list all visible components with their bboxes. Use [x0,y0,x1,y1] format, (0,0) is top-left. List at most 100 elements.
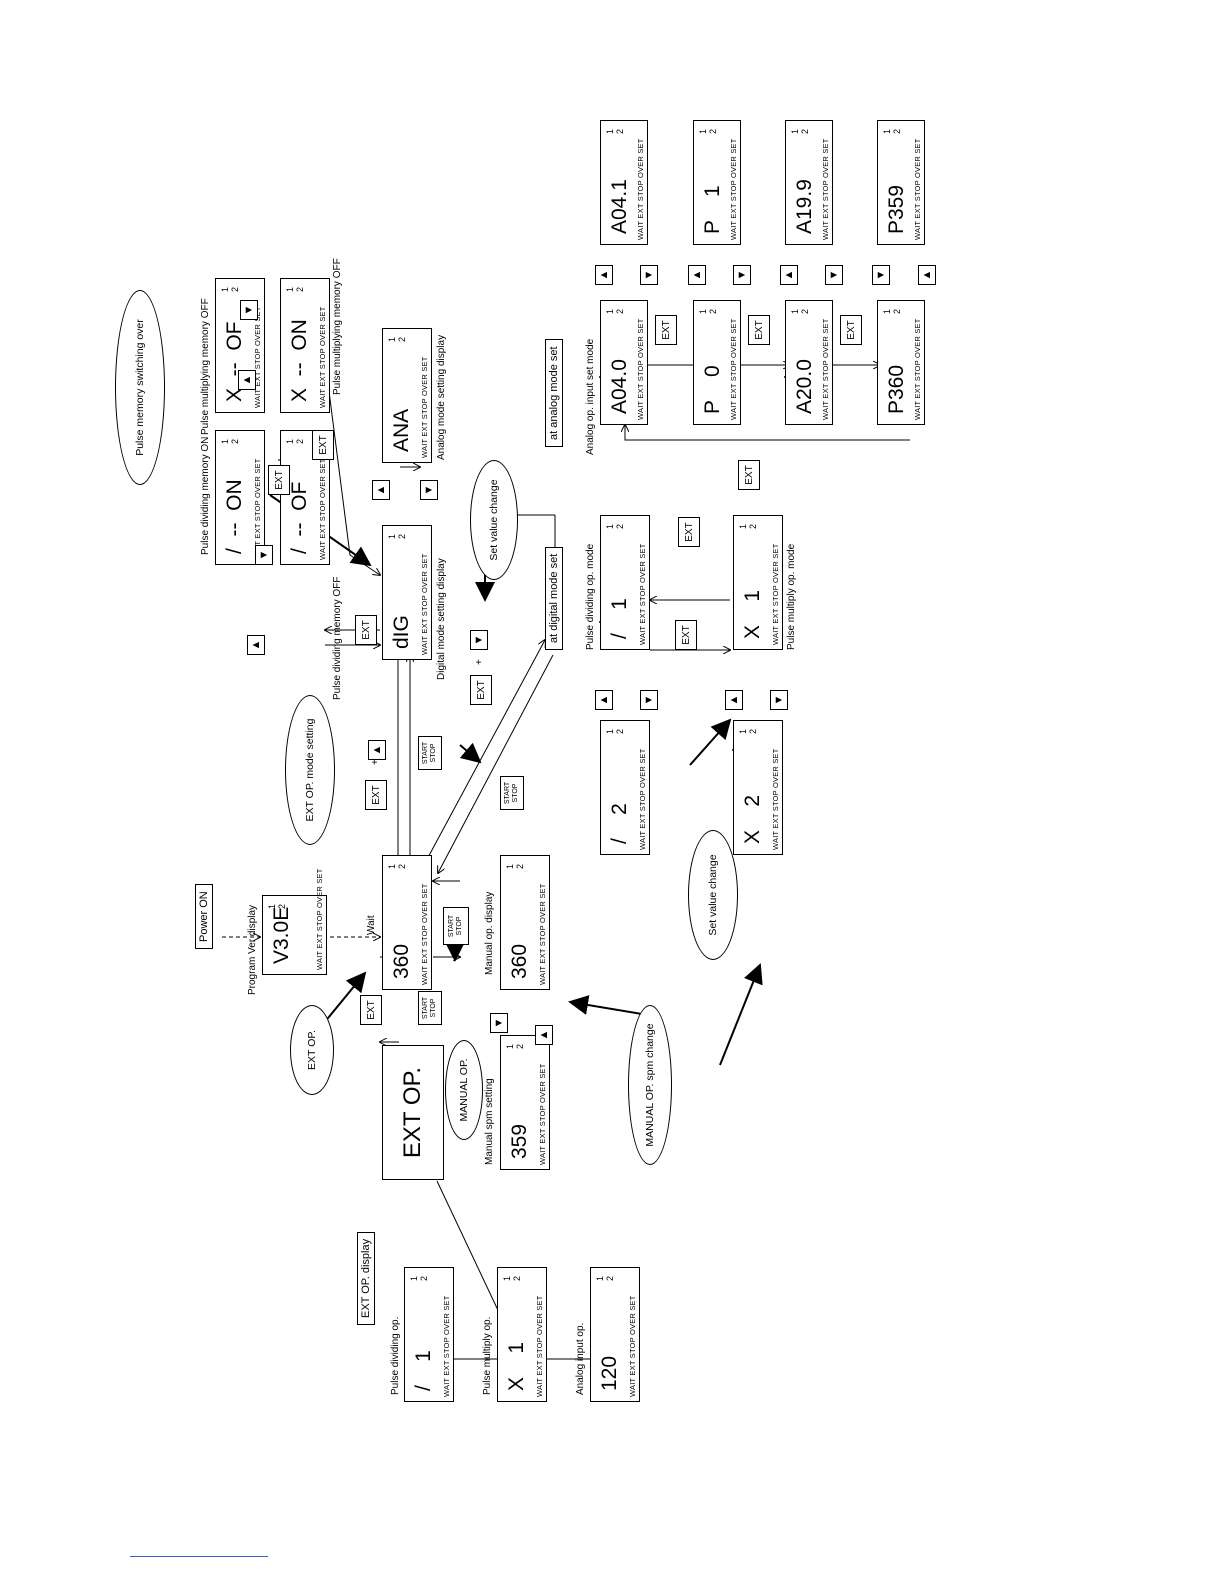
display-legend: WAIT EXT STOP OVER SET [636,318,645,420]
ext-button[interactable]: EXT [678,517,700,547]
bubble-set-value-change-top: Set value change [470,460,518,580]
pulse-dividing-op-caption: Pulse dividing op. [390,1316,401,1395]
ext-button[interactable]: EXT [655,315,677,345]
display-value: X 2 [741,794,764,844]
up-arrow-icon[interactable]: ▲ [238,370,256,390]
ext-button[interactable]: EXT [360,995,382,1025]
footer-link-line [130,1556,268,1557]
analog-input-set-caption: Analog op. input set mode [585,338,596,455]
up-arrow-icon[interactable]: ▲ [688,265,706,285]
down-arrow-icon[interactable]: ▼ [420,480,438,500]
up-arrow-icon[interactable]: ▲ [535,1025,553,1045]
down-arrow-icon[interactable]: ▼ [825,265,843,285]
at-analog-mode-set: at analog mode set [545,339,563,447]
up-arrow-icon[interactable]: ▲ [372,480,390,500]
down-arrow-icon[interactable]: ▼ [872,265,890,285]
display-value: P 1 [701,185,724,234]
display-value: A04.0 [608,359,631,414]
up-arrow-icon[interactable]: ▲ [780,265,798,285]
display-value: X 1 [505,1341,528,1391]
down-arrow-icon[interactable]: ▼ [470,630,488,650]
display-value: X -- ON [288,319,311,402]
at-digital-mode-set: at digital mode set [545,546,563,650]
bubble-pulse-memory-switching: Pulse memory switching over [115,290,165,485]
display-value: / 1 [608,598,631,639]
down-arrow-icon[interactable]: ▼ [770,690,788,710]
ext-button[interactable]: EXT [312,430,334,460]
display-legend: WAIT EXT STOP OVER SET [638,543,647,645]
ext-op-box: EXT OP. [382,1045,444,1180]
display-legend: WAIT EXT STOP OVER SET [420,356,429,458]
down-arrow-icon[interactable]: ▼ [255,545,273,565]
pulse-dividing-mode-caption: Pulse dividing op. mode [585,543,596,650]
ext-button[interactable]: EXT [748,315,770,345]
ext-button[interactable]: EXT [365,780,387,810]
manual-spm-caption: Manual spm setting [484,1078,495,1165]
bubble-ext-op-mode-setting: EXT OP. mode setting [285,695,335,845]
div-mem-on-caption: Pulse dividing memory ON [200,436,211,555]
display-legend: WAIT EXT STOP OVER SET [771,543,780,645]
display-value: 360 [508,943,531,979]
up-arrow-icon[interactable]: ▲ [247,635,265,655]
ext-button[interactable]: EXT [738,460,760,490]
up-arrow-icon[interactable]: ▲ [368,740,386,760]
up-arrow-icon[interactable]: ▲ [918,265,936,285]
ext-button[interactable]: EXT [268,465,290,495]
display-value: X 1 [741,589,764,639]
display-legend: WAIT EXT STOP OVER SET [628,1295,637,1397]
ext-button[interactable]: EXT [470,675,492,705]
ext-button[interactable]: EXT [675,620,697,650]
display-legend: WAIT EXT STOP OVER SET [638,748,647,850]
up-arrow-icon[interactable]: ▲ [595,265,613,285]
ext-op-display-label: EXT OP. display [357,1231,375,1325]
down-arrow-icon[interactable]: ▼ [733,265,751,285]
program-ver-caption: Program Ver display [247,904,258,995]
display-legend: WAIT EXT STOP OVER SET [913,138,922,240]
bubble-set-value-change-bottom: Set value change [688,830,738,960]
display-legend: WAIT EXT STOP OVER SET [729,318,738,420]
analog-input-op-caption: Analog input op. [575,1322,586,1395]
display-value: 360 [390,943,413,979]
up-arrow-icon[interactable]: ▲ [725,690,743,710]
up-arrow-icon[interactable]: ▲ [595,690,613,710]
bubble-manual-op: MANUAL OP. [445,1040,483,1140]
down-arrow-icon[interactable]: ▼ [240,300,258,320]
down-arrow-icon[interactable]: ▼ [490,1013,508,1033]
down-arrow-icon[interactable]: ▼ [640,265,658,285]
display-value: 120 [598,1355,621,1391]
plus-sign: + [370,759,381,765]
down-arrow-icon[interactable]: ▼ [640,690,658,710]
ext-button[interactable]: EXT [840,315,862,345]
display-value: / -- ON [223,479,246,554]
ext-button[interactable]: EXT [355,615,377,645]
